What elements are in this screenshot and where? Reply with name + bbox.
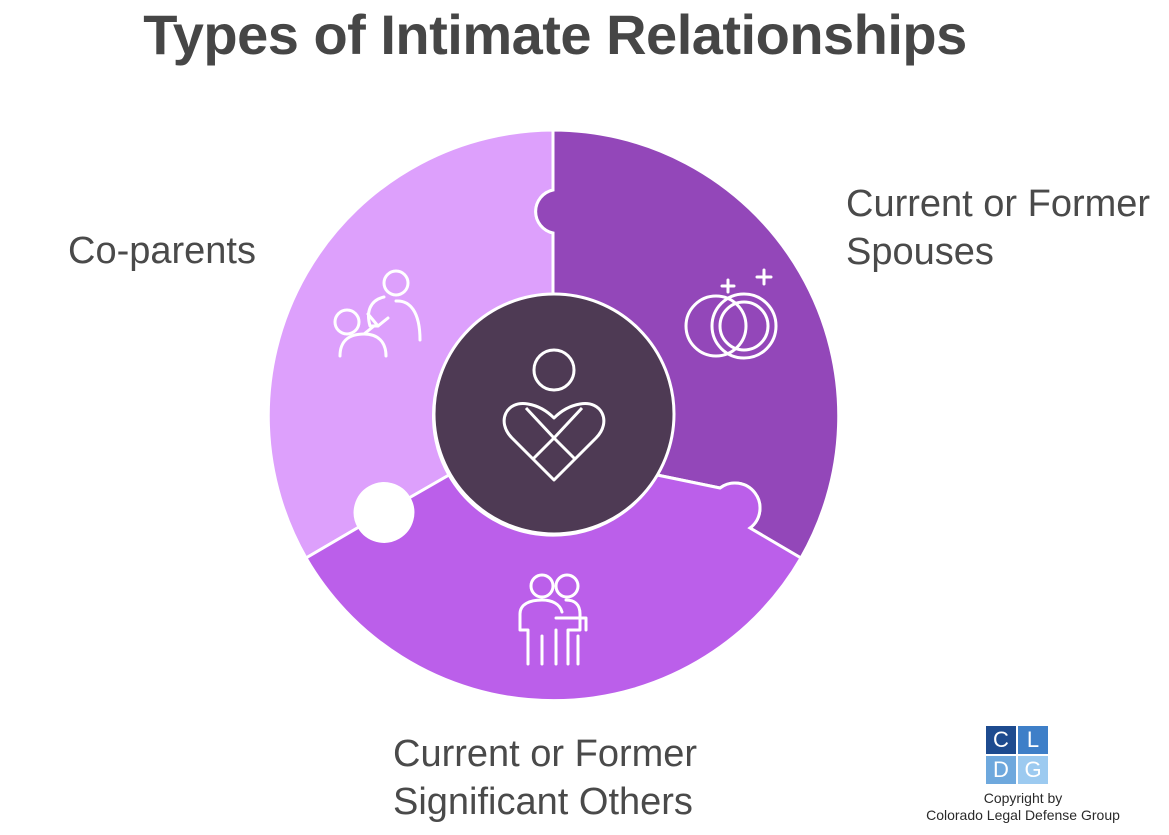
logo-cell-l: L (1018, 726, 1048, 754)
person-heart-icon (502, 348, 606, 482)
label-significant-others: Current or Former Significant Others (393, 730, 697, 826)
rings-icon (684, 268, 778, 360)
copyright-line-2: Colorado Legal Defense Group (926, 807, 1120, 823)
copyright-line-1: Copyright by (983, 790, 1063, 806)
copyright-notice: Copyright by Colorado Legal Defense Grou… (905, 790, 1141, 824)
label-co-parents-line-1: Co-parents (68, 230, 256, 272)
label-significant-others-line-2: Significant Others (393, 781, 693, 823)
label-spouses-line-2: Spouses (846, 231, 994, 273)
page-title: Types of Intimate Relationships (143, 3, 967, 66)
label-spouses-line-1: Current or Former (846, 183, 1151, 225)
center-circle (432, 292, 676, 536)
couple-icon (518, 573, 588, 666)
logo-cell-d: D (986, 756, 1016, 784)
label-significant-others-line-1: Current or Former (393, 733, 698, 775)
label-spouses: Current or Former Spouses (846, 180, 1150, 276)
label-co-parents: Co-parents (68, 227, 256, 275)
cldg-logo: C L D G (986, 726, 1050, 786)
co-parents-icon (333, 269, 422, 358)
logo-cell-g: G (1018, 756, 1048, 784)
logo-cell-c: C (986, 726, 1016, 754)
